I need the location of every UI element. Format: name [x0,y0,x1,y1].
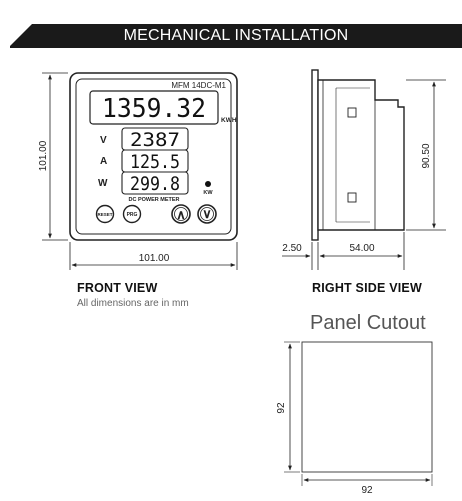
front-width-dimension: 101.00 [69,242,238,270]
up-arrow-icon: ∧ [176,207,186,222]
side-height-dimension: 90.50 [406,79,446,231]
reset-button-label: RESET [97,212,112,217]
row-label-a: A [100,156,107,167]
side-depth-dimension: 2.50 54.00 [282,232,405,270]
section-header: MECHANICAL INSTALLATION [10,24,462,48]
current-value: 125.5 [130,151,180,173]
side-clip-lower [347,192,357,203]
cutout-height-label: 92 [276,402,287,414]
brand-label: DC POWER METER [128,197,179,203]
power-value: 299.8 [130,173,180,195]
section-title: MECHANICAL INSTALLATION [123,27,349,44]
side-flange [311,69,319,241]
down-arrow-icon: ∨ [202,206,212,221]
row-label-w: W [98,178,108,189]
side-clip-upper [347,107,357,118]
kw-indicator-dot [205,181,211,187]
cutout-square [301,341,433,473]
cutout-width-label: 92 [361,485,373,496]
side-view-caption: RIGHT SIDE VIEW [312,281,422,295]
prg-button[interactable]: PRG [122,204,142,224]
model-label: MFM 14DC-M1 [171,81,226,90]
row-label-v: V [100,135,107,146]
front-width-label: 101.00 [139,253,170,264]
prg-button-label: PRG [127,212,138,218]
energy-display [89,90,219,125]
kw-label: KW [203,190,213,196]
cutout-title: Panel Cutout [310,312,426,334]
dimensions-note: All dimensions are in mm [77,298,189,309]
reset-button[interactable]: RESET [95,204,115,224]
panel-cutout: 92 92 [276,341,433,496]
front-view: MFM 14DC-M1 1359.32 KWH V 2387 A 125.5 W… [38,72,238,270]
cutout-width-dimension: 92 [301,474,433,496]
side-flange-label: 2.50 [282,243,302,254]
side-view: 90.50 2.50 54.00 [282,69,446,270]
side-height-label: 90.50 [421,143,432,168]
energy-unit: KWH [221,117,237,124]
front-height-dimension: 101.00 [38,72,68,241]
energy-value: 1359.32 [102,94,206,124]
down-button[interactable]: ∨ [197,204,217,224]
up-button[interactable]: ∧ [171,204,191,224]
side-body [317,79,405,231]
front-height-label: 101.00 [38,140,49,171]
side-depth-label: 54.00 [349,243,374,254]
voltage-value: 2387 [130,129,180,151]
cutout-height-dimension: 92 [276,341,300,473]
power-display [121,171,189,195]
front-view-caption: FRONT VIEW [77,281,158,295]
